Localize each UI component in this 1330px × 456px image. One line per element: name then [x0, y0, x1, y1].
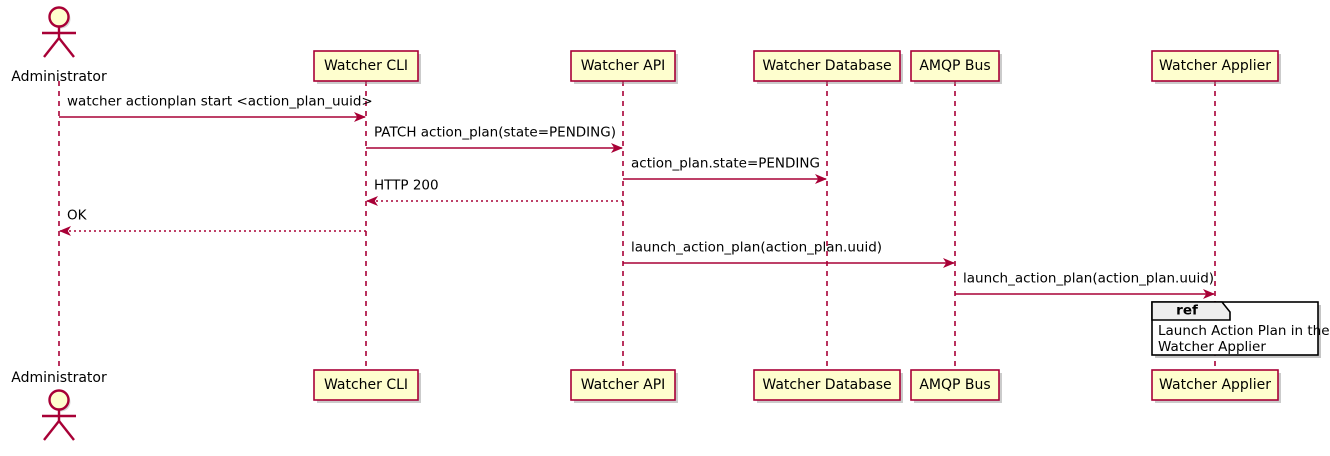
ref-body-text: Launch Action Plan in the Watcher Applie…	[1158, 323, 1330, 355]
participant-box-watcher-api[interactable]	[570, 369, 676, 401]
participant-boxes-group	[313, 50, 1281, 403]
participant-label-watcher-api: Watcher API	[580, 377, 666, 393]
actor-leg-left	[43, 37, 60, 58]
participant-box-watcher-applier[interactable]	[1151, 50, 1279, 82]
message-label-m1: watcher actionplan start <action_plan_uu…	[67, 93, 373, 110]
participant-label-amqp-bus: AMQP Bus	[919, 377, 991, 393]
participant-label-watcher-cli: Watcher CLI	[323, 58, 409, 74]
participant-box-watcher-database[interactable]	[753, 369, 901, 401]
participant-box-watcher-cli[interactable]	[313, 369, 419, 401]
participant-label-watcher-api: Watcher API	[580, 58, 666, 74]
participant-box-amqp-bus[interactable]	[910, 50, 1000, 82]
participant-box-amqp-bus[interactable]	[910, 369, 1000, 401]
participant-box-watcher-api[interactable]	[570, 50, 676, 82]
participant-box-watcher-applier[interactable]	[1151, 369, 1279, 401]
participant-label-watcher-cli: Watcher CLI	[323, 377, 409, 393]
ref-fragment-group	[1151, 301, 1321, 358]
participant-label-watcher-database: Watcher Database	[762, 58, 892, 74]
message-label-m4: HTTP 200	[374, 177, 439, 194]
actor-leg-right	[58, 37, 75, 58]
participant-box-watcher-database[interactable]	[753, 50, 901, 82]
participant-label-watcher-applier: Watcher Applier	[1159, 377, 1271, 393]
message-arrows-group	[59, 112, 1215, 299]
actor-label-administrator-bottom: Administrator	[11, 370, 107, 386]
participant-box-watcher-cli[interactable]	[313, 50, 419, 82]
actor-label-administrator-top: Administrator	[11, 69, 107, 85]
actor-leg-right	[58, 420, 75, 441]
actor-leg-left	[43, 420, 60, 441]
actor-head-icon	[48, 6, 70, 28]
lifelines-group	[58, 81, 1216, 370]
actor-head-icon	[48, 389, 70, 411]
message-label-m3: action_plan.state=PENDING	[631, 155, 820, 172]
actor-figures-group	[42, 6, 76, 441]
message-label-m7: launch_action_plan(action_plan.uuid)	[963, 270, 1215, 287]
actor-figure-administrator[interactable]	[42, 6, 76, 58]
participant-label-amqp-bus: AMQP Bus	[919, 58, 991, 74]
message-label-m5: OK	[67, 207, 87, 224]
ref-header-label: ref	[1176, 302, 1198, 319]
ref-header-tab	[1151, 301, 1231, 321]
message-label-m2: PATCH action_plan(state=PENDING)	[374, 124, 616, 141]
actor-figure-administrator[interactable]	[42, 389, 76, 441]
participant-label-watcher-database: Watcher Database	[762, 377, 892, 393]
participant-label-watcher-applier: Watcher Applier	[1159, 58, 1271, 74]
message-label-m6: launch_action_plan(action_plan.uuid)	[631, 239, 883, 256]
